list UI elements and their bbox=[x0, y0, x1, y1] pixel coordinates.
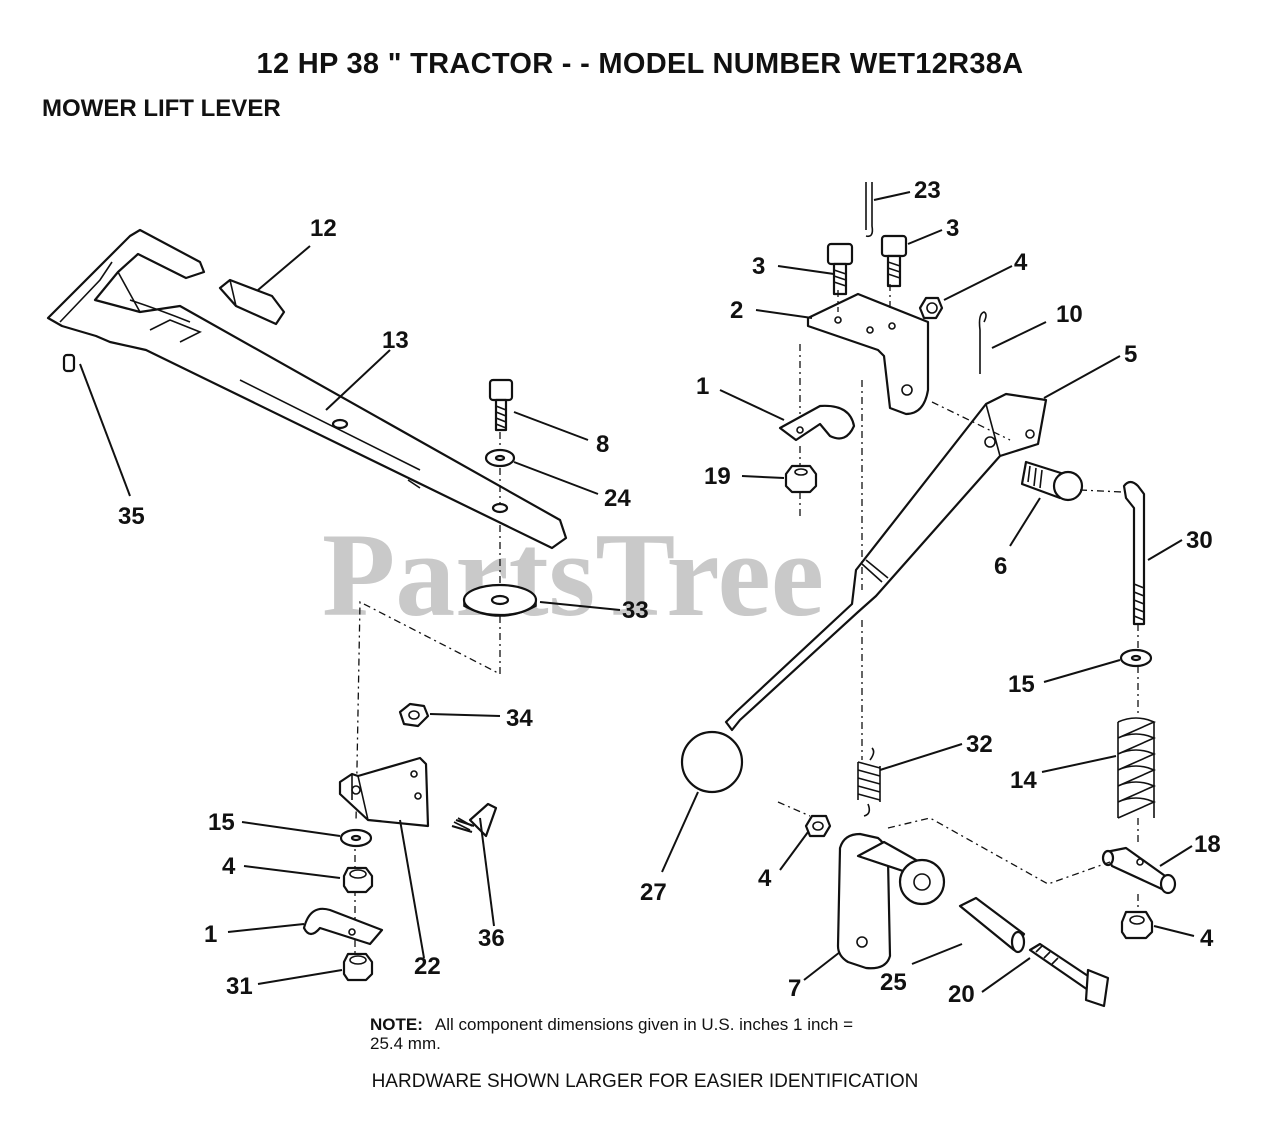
callout-15-left: 15 bbox=[208, 809, 235, 836]
part-5-lift-lever bbox=[724, 392, 1048, 732]
part-1-clip-right bbox=[778, 404, 856, 442]
callout-23: 23 bbox=[914, 177, 941, 204]
callout-2: 2 bbox=[730, 297, 743, 324]
callout-5: 5 bbox=[1124, 341, 1137, 368]
part-3-bolt-right bbox=[880, 234, 908, 288]
callout-4-left: 4 bbox=[222, 853, 236, 880]
part-4-nut-middle bbox=[804, 814, 832, 838]
callout-36: 36 bbox=[478, 925, 505, 952]
part-13-lift-handle bbox=[46, 228, 568, 550]
part-10-cotter-pin bbox=[978, 311, 987, 374]
part-32-spring bbox=[857, 747, 881, 817]
callout-30: 30 bbox=[1186, 527, 1213, 554]
callout-3-right: 3 bbox=[946, 215, 959, 242]
callout-33: 33 bbox=[622, 597, 649, 624]
callout-14: 14 bbox=[1010, 767, 1037, 794]
part-19-nut bbox=[784, 464, 818, 494]
page-title: 12 HP 38 " TRACTOR - - MODEL NUMBER WET1… bbox=[256, 48, 1024, 80]
callout-15-right: 15 bbox=[1008, 671, 1035, 698]
part-36-bolt bbox=[451, 802, 498, 838]
part-22-bracket bbox=[338, 756, 430, 828]
part-8-bolt bbox=[488, 378, 514, 432]
callout-8: 8 bbox=[596, 431, 609, 458]
part-14-spring bbox=[1117, 717, 1156, 819]
part-12-grip bbox=[218, 278, 286, 326]
callout-12: 12 bbox=[310, 215, 337, 242]
part-35-pin bbox=[62, 353, 76, 373]
part-4-nut-left bbox=[342, 866, 374, 894]
callout-4-top: 4 bbox=[1014, 249, 1028, 276]
callout-1-right: 1 bbox=[696, 373, 709, 400]
section-subtitle: MOWER LIFT LEVER bbox=[42, 95, 281, 122]
hardware-footer: HARDWARE SHOWN LARGER FOR EASIER IDENTIF… bbox=[371, 1071, 919, 1092]
part-3-bolt-left bbox=[826, 242, 854, 296]
callout-4-lower-right: 4 bbox=[1200, 925, 1214, 952]
part-15-washer-left bbox=[339, 828, 373, 848]
callout-1-left: 1 bbox=[204, 921, 217, 948]
part-18-trunnion bbox=[1101, 846, 1177, 895]
callout-7: 7 bbox=[788, 975, 801, 1002]
watermark-text: PartsTree bbox=[322, 508, 824, 641]
part-30-rod bbox=[1122, 480, 1146, 626]
callout-13: 13 bbox=[382, 327, 409, 354]
part-6-shoulder-bolt bbox=[1020, 460, 1084, 502]
part-27-knob bbox=[680, 730, 744, 794]
callout-25: 25 bbox=[880, 969, 907, 996]
callout-24: 24 bbox=[604, 485, 631, 512]
part-20-bolt bbox=[1028, 942, 1110, 1008]
callout-18: 18 bbox=[1194, 831, 1221, 858]
callout-31: 31 bbox=[226, 973, 253, 1000]
part-7-lift-link bbox=[836, 832, 946, 970]
part-23-cotter-pin bbox=[865, 182, 874, 238]
part-25-sleeve bbox=[958, 896, 1026, 954]
note-text-line2: 25.4 mm. bbox=[370, 1034, 441, 1053]
callout-4-middle: 4 bbox=[758, 865, 772, 892]
part-15-washer-right bbox=[1119, 648, 1153, 668]
dimension-note: NOTE: All component dimensions given in U… bbox=[370, 1015, 970, 1053]
callout-20: 20 bbox=[948, 981, 975, 1008]
callout-34: 34 bbox=[506, 705, 533, 732]
part-24-washer bbox=[484, 448, 516, 468]
callout-32: 32 bbox=[966, 731, 993, 758]
part-4-nut-top bbox=[918, 296, 944, 320]
part-34-nut bbox=[398, 702, 430, 728]
callout-35: 35 bbox=[118, 503, 145, 530]
part-2-bracket bbox=[806, 292, 930, 416]
callout-6: 6 bbox=[994, 553, 1007, 580]
callout-22: 22 bbox=[414, 953, 441, 980]
note-text-line1: All component dimensions given in U.S. i… bbox=[434, 1015, 854, 1034]
part-31-nut bbox=[342, 952, 374, 982]
callout-19: 19 bbox=[704, 463, 731, 490]
callout-10: 10 bbox=[1056, 301, 1083, 328]
callout-3-left: 3 bbox=[752, 253, 765, 280]
part-4-nut-lower-right bbox=[1120, 910, 1154, 940]
part-1-clip-left bbox=[302, 907, 384, 946]
note-label: NOTE: bbox=[370, 1015, 423, 1034]
part-33-large-washer bbox=[462, 583, 538, 617]
callout-27: 27 bbox=[640, 879, 667, 906]
